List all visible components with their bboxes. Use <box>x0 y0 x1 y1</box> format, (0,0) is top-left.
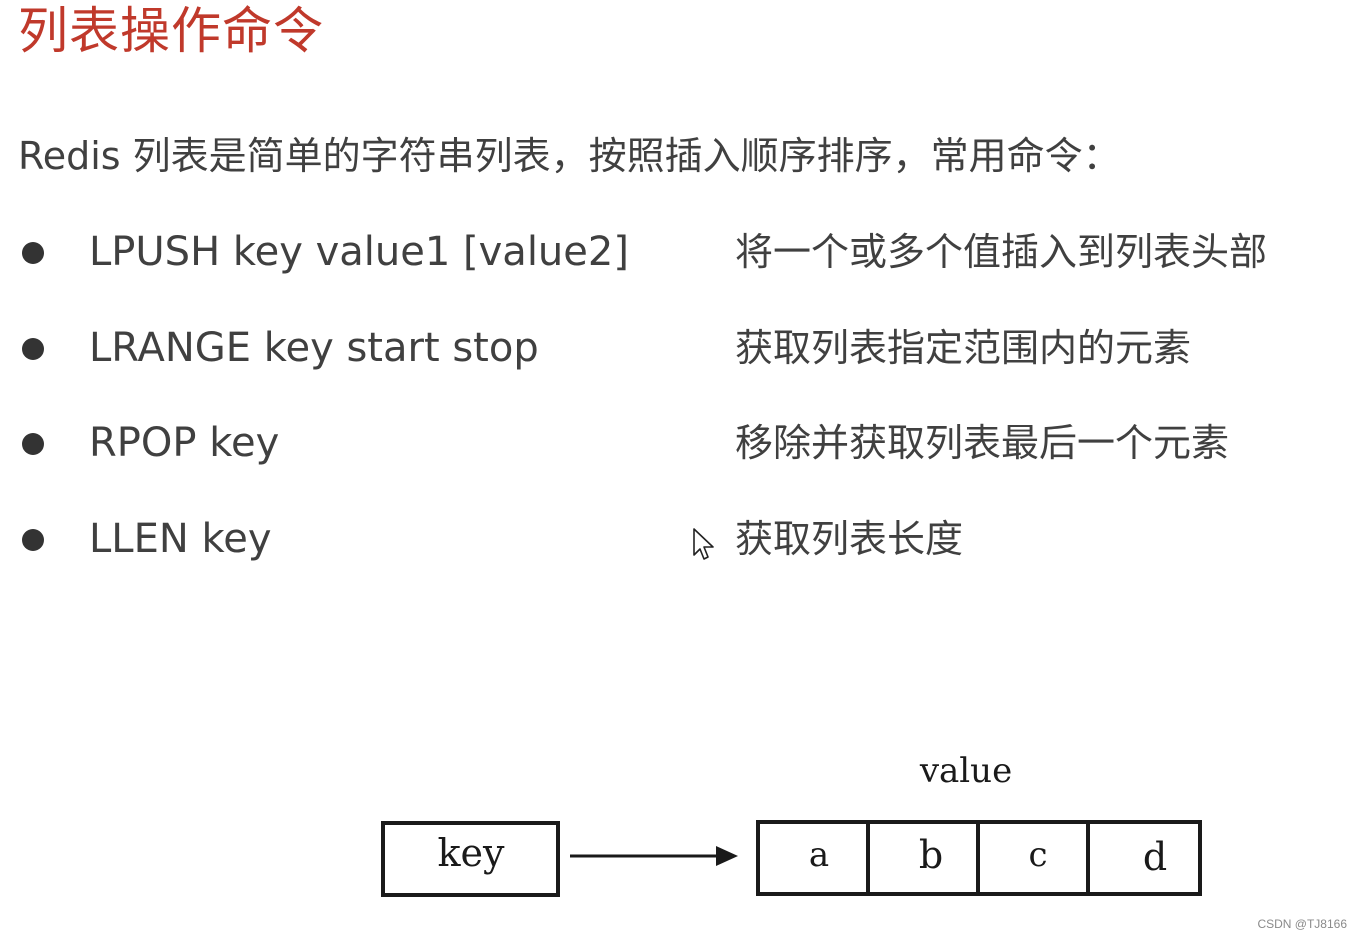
value-cell-box <box>1086 820 1202 896</box>
bullet-icon <box>22 242 44 264</box>
bullet-icon <box>22 433 44 455</box>
list-structure-diagram: value key a b c d <box>381 751 1202 897</box>
command-row-lrange: LRANGE key start stop 获取列表指定范围内的元素 <box>0 318 1361 378</box>
value-cell-label: c <box>1028 835 1047 875</box>
command-syntax: LLEN key <box>89 516 272 562</box>
value-cell-box <box>976 820 1090 896</box>
command-description: 获取列表指定范围内的元素 <box>735 326 1192 370</box>
mouse-pointer-icon <box>693 528 714 560</box>
command-row-rpop: RPOP key 移除并获取列表最后一个元素 <box>0 413 1361 473</box>
watermark: CSDN @TJ8166 <box>1257 917 1347 931</box>
command-syntax: RPOP key <box>89 420 280 466</box>
command-row-lpush: LPUSH key value1 [value2] 将一个或多个值插入到列表头部 <box>0 222 1361 282</box>
value-cell-label: a <box>809 835 829 875</box>
intro-text: Redis 列表是简单的字符串列表，按照插入顺序排序，常用命令： <box>18 134 1121 178</box>
command-syntax: LRANGE key start stop <box>89 325 539 371</box>
command-row-llen: LLEN key 获取列表长度 <box>0 509 1361 569</box>
bullet-icon <box>22 338 44 360</box>
key-box <box>381 821 560 897</box>
command-description: 将一个或多个值插入到列表头部 <box>735 230 1268 274</box>
command-description: 移除并获取列表最后一个元素 <box>735 421 1230 465</box>
page-title: 列表操作命令 <box>18 2 324 60</box>
command-syntax: LPUSH key value1 [value2] <box>89 229 629 275</box>
value-cell-label: d <box>1143 835 1167 879</box>
key-label: key <box>438 831 506 875</box>
bullet-icon <box>22 529 44 551</box>
arrow-head-icon <box>716 846 738 866</box>
command-description: 获取列表长度 <box>735 517 964 561</box>
value-label: value <box>919 751 1012 791</box>
command-list: LPUSH key value1 [value2] 将一个或多个值插入到列表头部… <box>0 222 1361 569</box>
value-cell-box <box>866 820 980 896</box>
value-cell-label: b <box>919 833 943 877</box>
